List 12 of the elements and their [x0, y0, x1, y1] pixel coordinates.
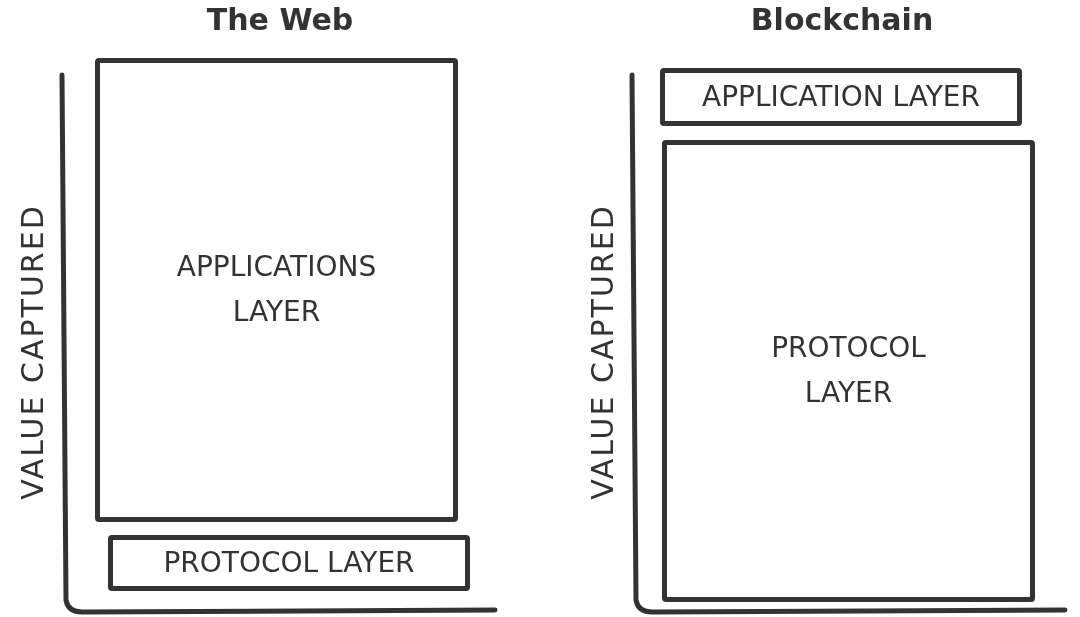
layer-box: [660, 68, 1022, 126]
axis-label: VALUE CAPTURED: [14, 204, 50, 500]
panel-heading: The Web: [206, 2, 354, 37]
layer-box: [95, 58, 458, 522]
axis-label: VALUE CAPTURED: [584, 204, 620, 500]
layer-label: PROTOCOL LAYER: [163, 544, 415, 581]
layer-box: [662, 140, 1035, 602]
layer-box: [108, 535, 470, 591]
layer-label: APPLICATIONS LAYER: [175, 249, 378, 330]
layer-label: APPLICATION LAYER: [702, 78, 980, 115]
layer-label: PROTOCOL LAYER: [770, 330, 927, 411]
panel-heading: Blockchain: [750, 2, 934, 37]
